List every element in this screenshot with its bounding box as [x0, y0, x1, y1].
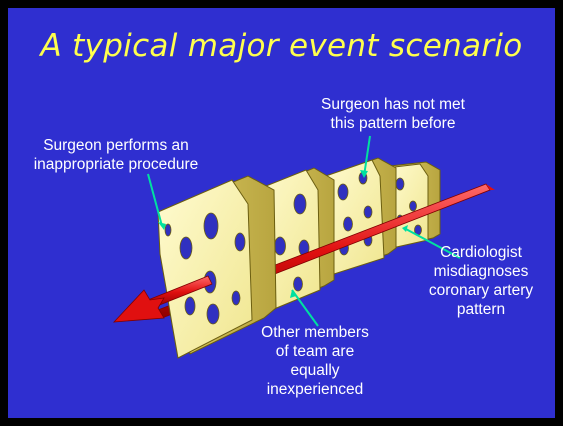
label-surgeon-procedure: Surgeon performs an inappropriate proced…: [16, 136, 216, 174]
label-team: Other members of team are equally inexpe…: [250, 323, 380, 399]
label-surgeon-pattern: Surgeon has not met this pattern before: [298, 95, 488, 133]
slide: A typical major event scenario: [8, 8, 555, 418]
label-cardiologist: Cardiologist misdiagnoses coronary arter…: [408, 243, 554, 319]
